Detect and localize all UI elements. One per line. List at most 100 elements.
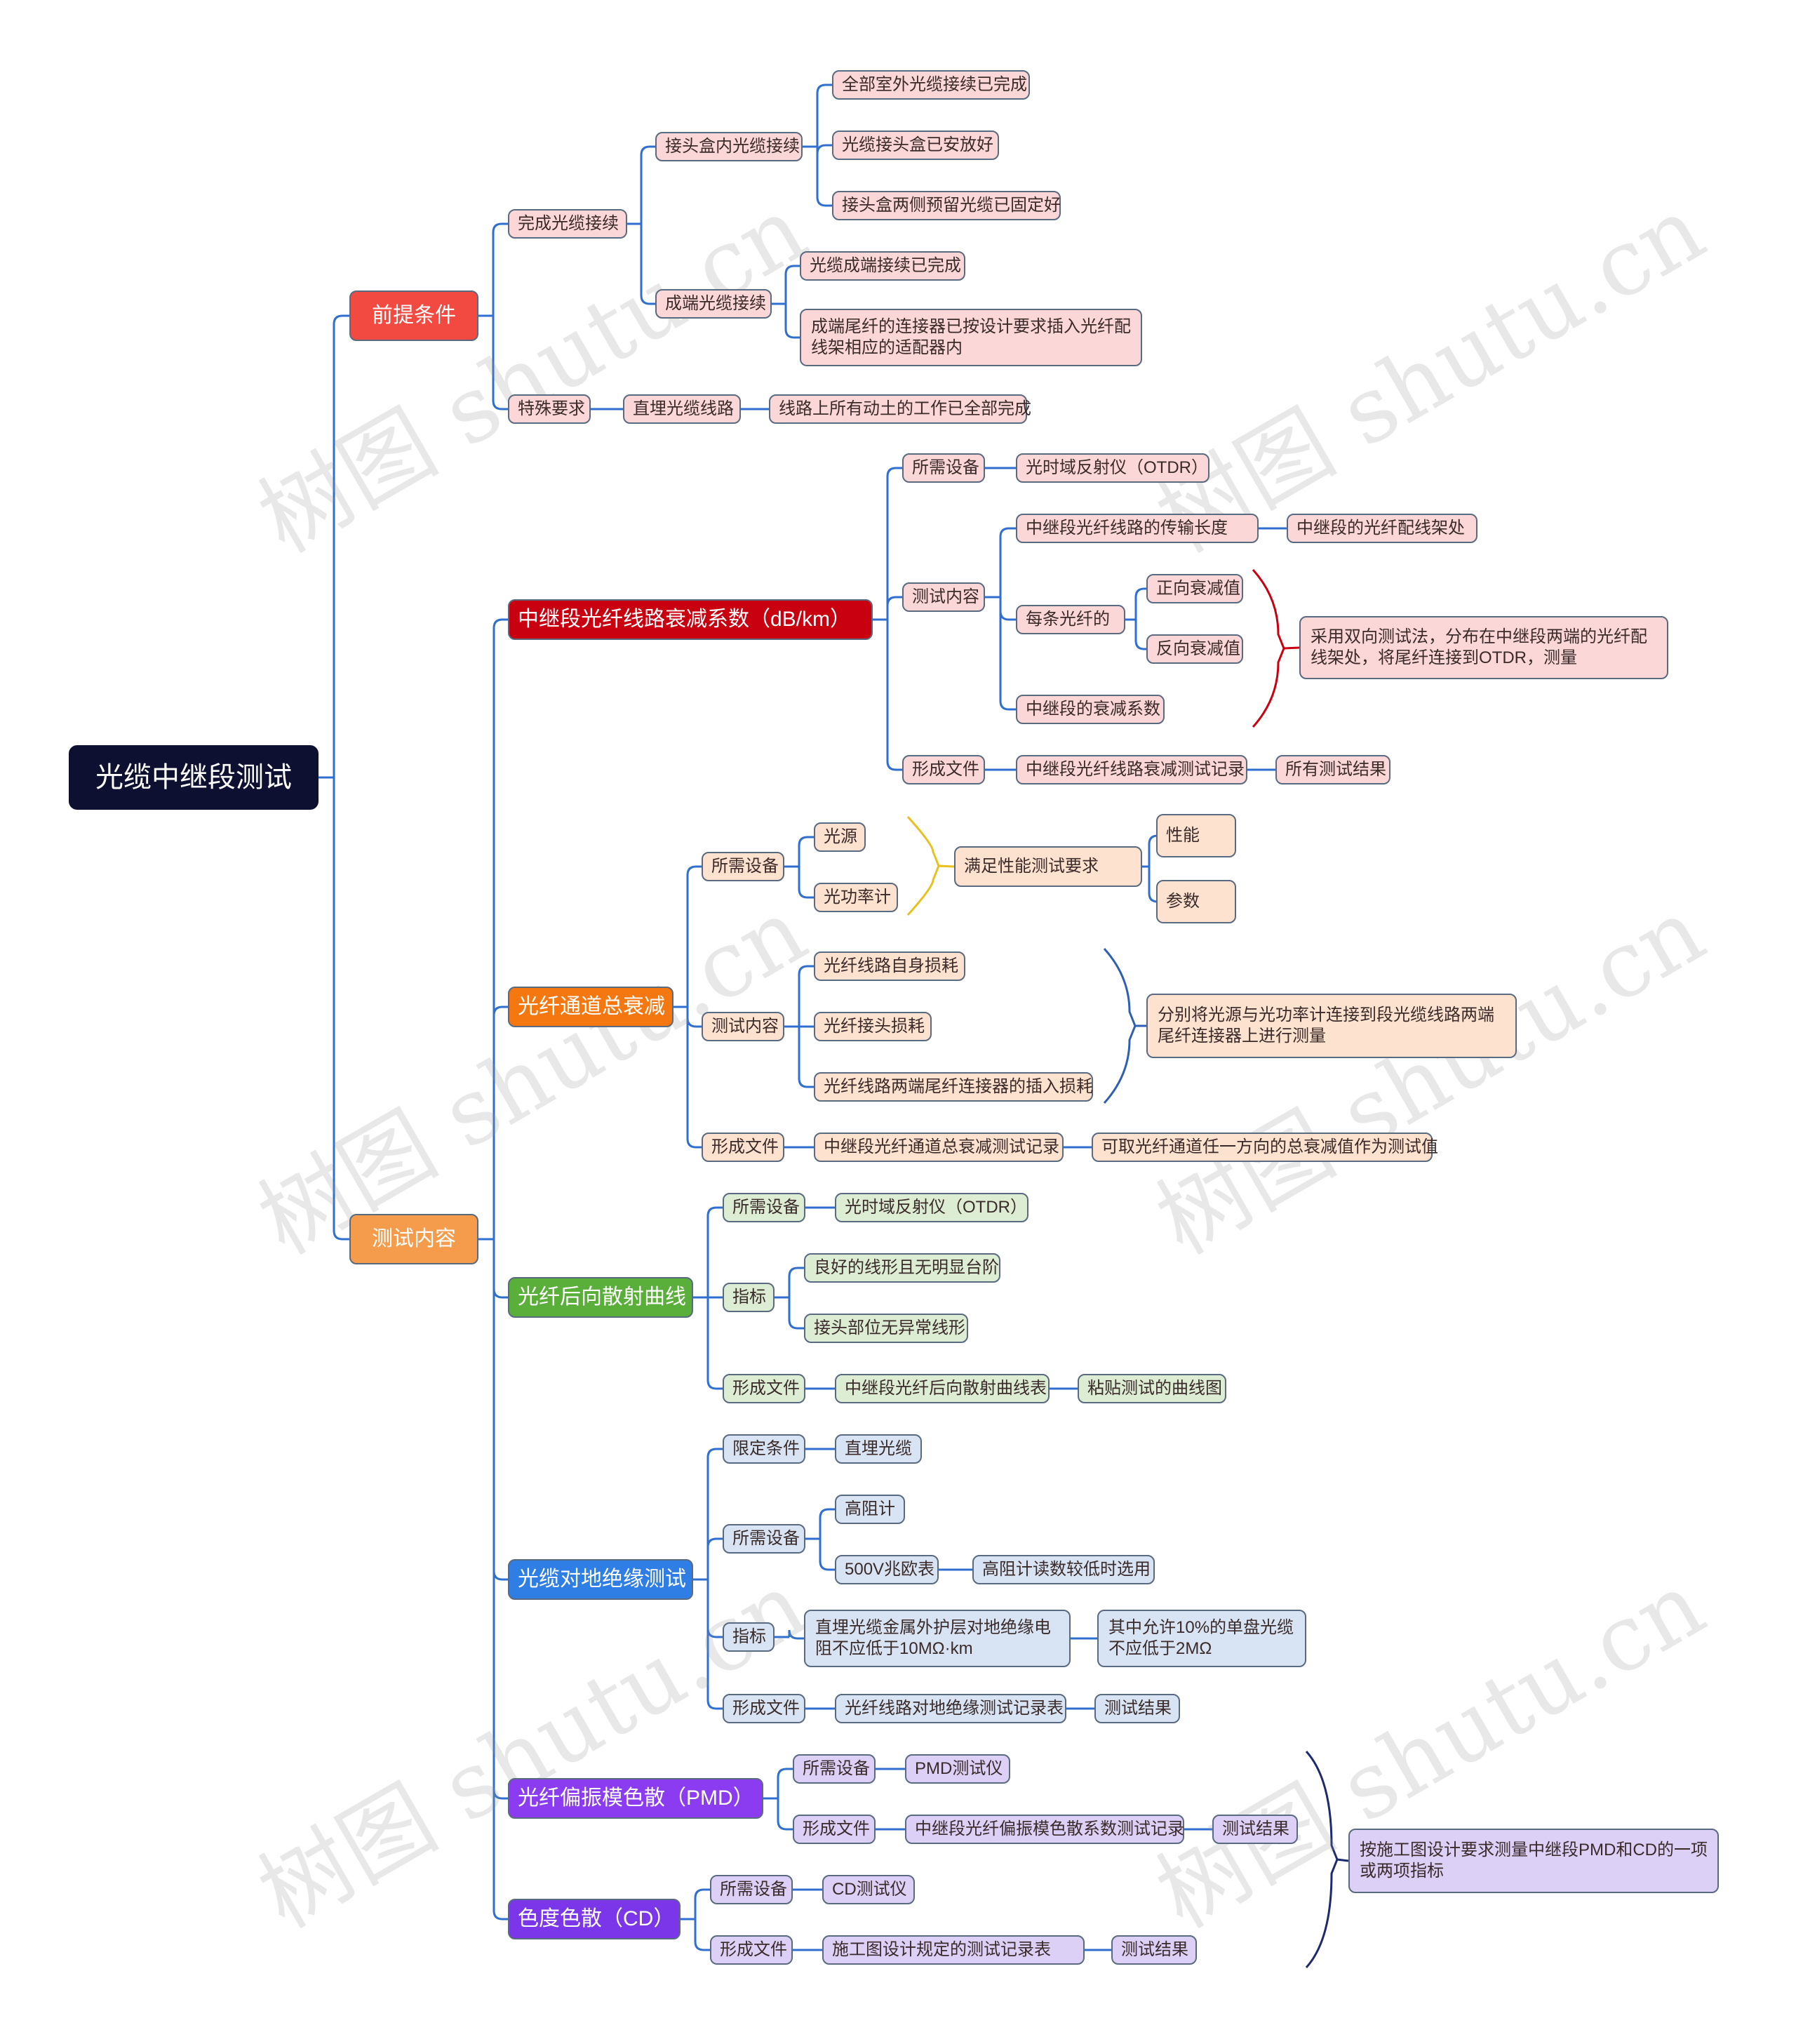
att-each[interactable]: 每条光纤的 (1016, 605, 1125, 634)
att-record[interactable]: 中继段光纤线路衰减测试记录 (1016, 755, 1247, 784)
connector (686, 1007, 702, 1149)
in-equipment[interactable]: 所需设备 (723, 1524, 805, 1554)
att-length[interactable]: 中继段光纤线路的传输长度 (1016, 514, 1259, 543)
cd-document[interactable]: 形成文件 (710, 1935, 793, 1965)
connector (886, 620, 902, 771)
tl-equipment[interactable]: 所需设备 (702, 852, 784, 881)
in-buried[interactable]: 直埋光缆 (835, 1434, 922, 1464)
connector (706, 1537, 723, 1579)
end-item-1[interactable]: 光缆成端接续已完成 (800, 251, 965, 281)
connector (886, 596, 902, 620)
att-method-note[interactable]: 采用双向测试法，分布在中继段两端的光纤配线架处，将尾纤连接到OTDR，测量 (1299, 616, 1668, 679)
connector (492, 618, 508, 1239)
pmd-device[interactable]: PMD测试仪 (905, 1754, 1010, 1784)
bs-index-2[interactable]: 接头部位无异常线形 (804, 1314, 968, 1343)
bs-otdr[interactable]: 光时域反射仪（OTDR） (835, 1193, 1028, 1222)
connector (640, 145, 655, 224)
connector (706, 1579, 723, 1710)
cd-record[interactable]: 施工图设计规定的测试记录表 (822, 1935, 1085, 1965)
end-splicing[interactable]: 成端光缆接续 (655, 289, 772, 319)
pmd-cd-note[interactable]: 按施工图设计要求测量中继段PMD和CD的一项或两项指标 (1348, 1829, 1719, 1893)
bs-document[interactable]: 形成文件 (723, 1374, 805, 1403)
earthwork-done[interactable]: 线路上所有动土的工作已全部完成 (769, 394, 1031, 424)
pmd-record[interactable]: 中继段光纤偏振模色散系数测试记录 (905, 1815, 1184, 1844)
in-result[interactable]: 测试结果 (1094, 1694, 1180, 1723)
in-index[interactable]: 指标 (723, 1622, 775, 1652)
bs-paste[interactable]: 粘贴测试的曲线图 (1078, 1374, 1226, 1403)
connector (798, 1027, 814, 1088)
connector (492, 1239, 508, 1800)
in-index-text[interactable]: 直埋光缆金属外护层对地绝缘电阻不应低于10MΩ·km (804, 1610, 1071, 1667)
tl-item-1[interactable]: 光纤线路自身损耗 (814, 951, 965, 981)
pmd-result[interactable]: 测试结果 (1212, 1815, 1298, 1844)
att-test[interactable]: 测试内容 (902, 582, 985, 612)
connector (788, 1629, 804, 1640)
bs-record[interactable]: 中继段光纤后向散射曲线表 (835, 1374, 1050, 1403)
tl-test[interactable]: 测试内容 (702, 1012, 784, 1041)
tl-document[interactable]: 形成文件 (702, 1133, 784, 1162)
root-node[interactable]: 光缆中继段测试 (69, 745, 319, 810)
box-splicing[interactable]: 接头盒内光缆接续 (655, 132, 803, 161)
att-forward[interactable]: 正向衰减值 (1146, 574, 1243, 603)
test-content-node[interactable]: 测试内容 (349, 1214, 478, 1264)
tl-item-3[interactable]: 光纤线路两端尾纤连接器的插入损耗 (814, 1072, 1093, 1102)
cd-equipment[interactable]: 所需设备 (710, 1875, 793, 1904)
in-record[interactable]: 光纤线路对地绝缘测试记录表 (835, 1694, 1066, 1723)
att-document[interactable]: 形成文件 (902, 755, 985, 784)
tl-meets[interactable]: 满足性能测试要求 (954, 846, 1142, 887)
connector (788, 1267, 804, 1297)
tl-record-note[interactable]: 可取光纤通道任一方向的总衰减值作为测试值 (1092, 1133, 1438, 1162)
connector (999, 597, 1016, 711)
in-document[interactable]: 形成文件 (723, 1694, 805, 1723)
connector (1134, 587, 1146, 620)
end-item-2[interactable]: 成端尾纤的连接器已按设计要求插入光纤配线架相应的适配器内 (800, 309, 1142, 366)
attenuation-node[interactable]: 中继段光纤线路衰减系数（dB/km） (508, 599, 873, 640)
connector (706, 1579, 723, 1638)
total-loss-node[interactable]: 光纤通道总衰减 (508, 987, 674, 1027)
box-item-2[interactable]: 光缆接头盒已安放好 (832, 131, 999, 160)
in-high-res[interactable]: 高阻计 (835, 1495, 905, 1524)
att-all-results[interactable]: 所有测试结果 (1275, 755, 1390, 784)
special-requirement[interactable]: 特殊要求 (508, 394, 591, 424)
att-coefficient[interactable]: 中继段的衰减系数 (1016, 695, 1165, 724)
att-otdr[interactable]: 光时域反射仪（OTDR） (1016, 453, 1209, 483)
cd-device[interactable]: CD测试仪 (822, 1875, 915, 1904)
connector (492, 1239, 508, 1581)
in-index-note[interactable]: 其中允许10%的单盘光缆不应低于2MΩ (1097, 1610, 1306, 1667)
tl-record[interactable]: 中继段光纤通道总衰减测试记录 (814, 1133, 1064, 1162)
connector (816, 144, 832, 154)
tl-parameters[interactable]: 参数 (1156, 880, 1236, 923)
connector (816, 147, 832, 207)
backscatter-node[interactable]: 光纤后向散射曲线 (508, 1277, 693, 1318)
in-megger-note[interactable]: 高阻计读数较低时选用 (972, 1555, 1155, 1584)
box-item-3[interactable]: 接头盒两侧预留光缆已固定好 (832, 191, 1061, 220)
pmd-document[interactable]: 形成文件 (793, 1815, 876, 1844)
att-frame[interactable]: 中继段的光纤配线架处 (1287, 514, 1477, 543)
tl-performance[interactable]: 性能 (1156, 814, 1236, 857)
connector (333, 314, 349, 777)
pmd-equipment[interactable]: 所需设备 (793, 1754, 876, 1784)
connector (706, 1297, 723, 1390)
in-limit[interactable]: 限定条件 (723, 1434, 805, 1464)
insulation-node[interactable]: 光缆对地绝缘测试 (508, 1559, 693, 1600)
precondition-node[interactable]: 前提条件 (349, 290, 478, 341)
att-reverse[interactable]: 反向衰减值 (1146, 634, 1243, 664)
pmd-node[interactable]: 光纤偏振模色散（PMD） (508, 1778, 763, 1819)
tl-note[interactable]: 分别将光源与光功率计连接到段光缆线路两端尾纤连接器上进行测量 (1146, 994, 1517, 1058)
att-equipment[interactable]: 所需设备 (902, 453, 985, 483)
tl-power-meter[interactable]: 光功率计 (814, 883, 898, 912)
connector (706, 1448, 723, 1579)
bs-index-1[interactable]: 良好的线形且无明显台阶 (804, 1253, 1000, 1283)
buried-line[interactable]: 直埋光缆线路 (623, 394, 741, 424)
bs-index[interactable]: 指标 (723, 1283, 775, 1312)
tl-light-source[interactable]: 光源 (814, 822, 866, 852)
complete-splicing[interactable]: 完成光缆接续 (508, 209, 627, 239)
connector (777, 1768, 793, 1798)
in-megger[interactable]: 500V兆欧表 (835, 1555, 939, 1584)
tl-item-2[interactable]: 光纤接头损耗 (814, 1012, 932, 1041)
cd-result[interactable]: 测试结果 (1111, 1935, 1197, 1965)
connector (999, 527, 1016, 597)
cd-node[interactable]: 色度色散（CD） (508, 1899, 681, 1939)
box-item-1[interactable]: 全部室外光缆接续已完成 (832, 70, 1030, 100)
bs-equipment[interactable]: 所需设备 (723, 1193, 805, 1222)
